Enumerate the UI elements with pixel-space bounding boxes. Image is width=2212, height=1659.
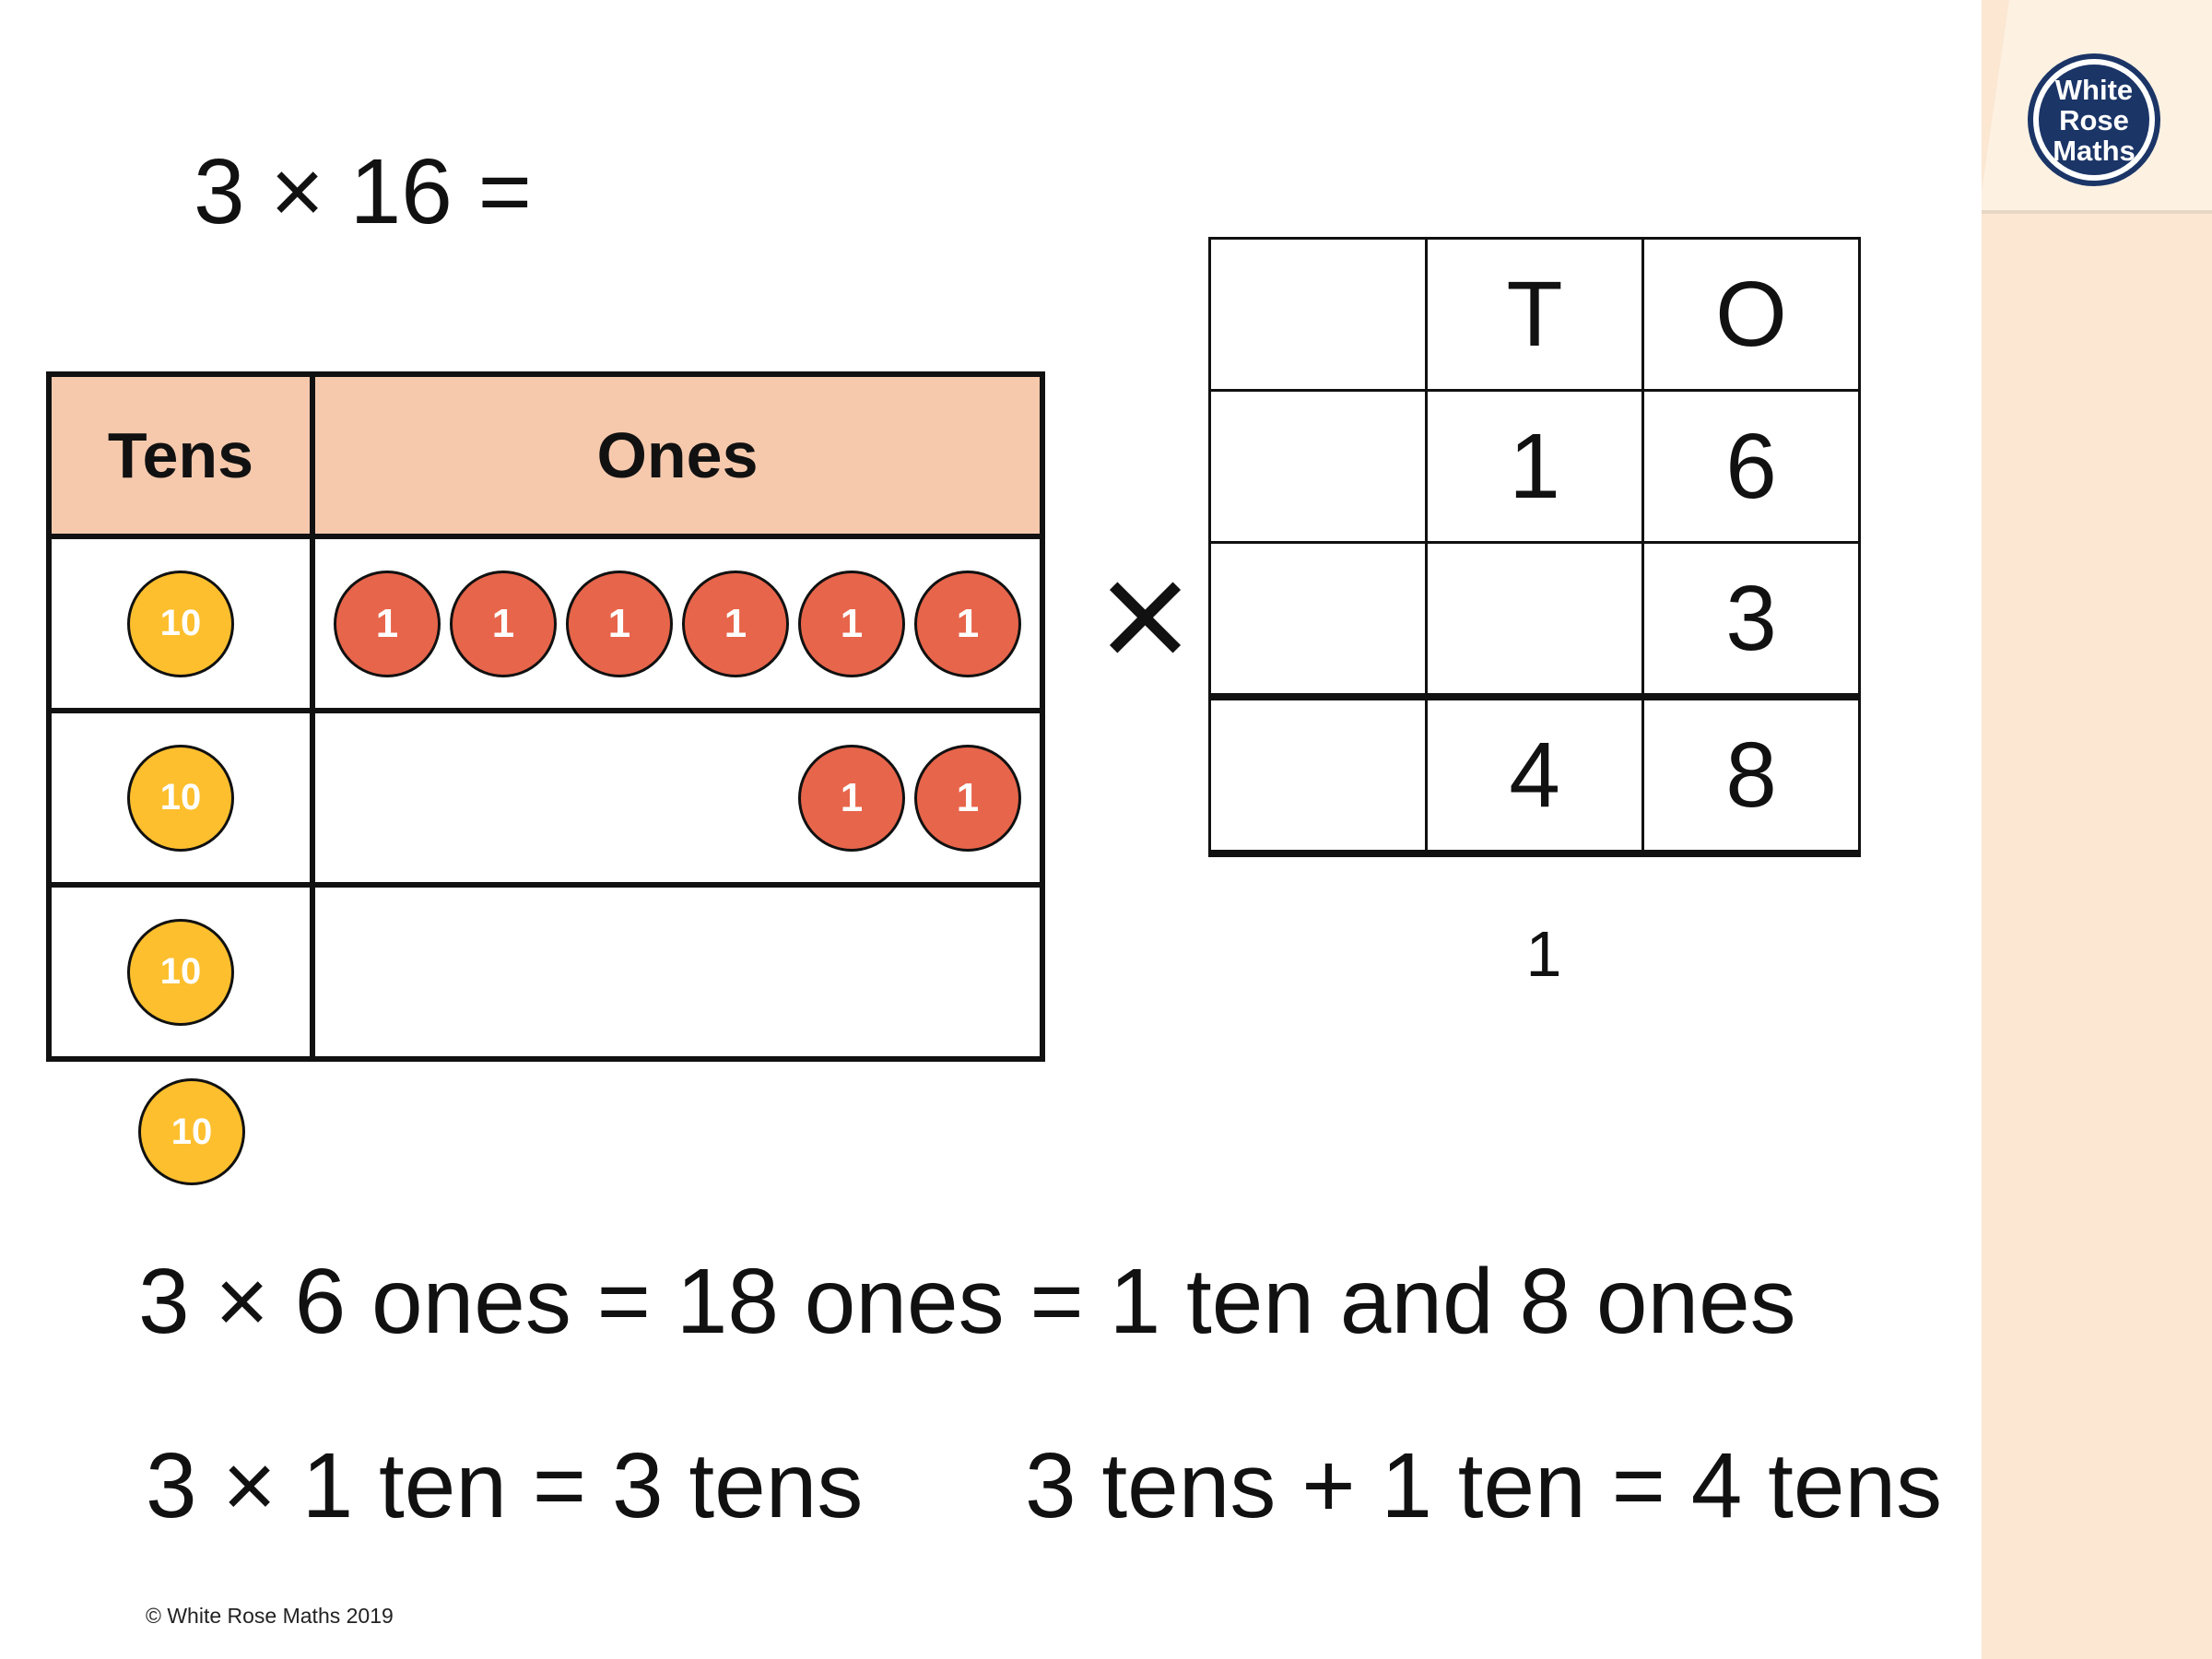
answer-cell: 4: [1425, 693, 1644, 857]
copyright-notice: © White Rose Maths 2019: [146, 1604, 394, 1628]
answer-cell: [1208, 693, 1428, 857]
carry-digit: 1: [1525, 918, 1562, 990]
table-row: 10: [46, 882, 1045, 1062]
grid-cell: [1425, 541, 1644, 699]
statement-total-tens: 3 tens + 1 ten = 4 tens: [1025, 1434, 1943, 1537]
multiplication-sign-icon: [1106, 579, 1184, 657]
tens-header: Tens: [46, 371, 315, 539]
grid-cell: 3: [1641, 541, 1861, 699]
column-method-grid: T O 1 6 3 4 8: [1208, 237, 1861, 857]
side-panel: [1982, 0, 2212, 1659]
one-counter: 1: [334, 570, 441, 677]
ten-counter: 10: [127, 570, 234, 677]
extra-ten-counter: 10: [138, 1078, 245, 1185]
statement-ones: 3 × 6 ones = 18 ones = 1 ten and 8 ones: [138, 1250, 1796, 1353]
grid-cell: 6: [1641, 389, 1861, 544]
white-rose-maths-logo: White Rose Maths: [2028, 53, 2160, 186]
one-counter: 1: [914, 570, 1021, 677]
one-counter: 1: [798, 744, 905, 852]
one-counter: 1: [566, 570, 673, 677]
one-counter: 1: [682, 570, 789, 677]
table-row: 10 1 1 1 1 1 1: [46, 534, 1045, 713]
ten-counter: 10: [127, 744, 234, 852]
place-value-chart: Tens Ones 10 1 1 1 1 1 1 10 1 1 10: [46, 371, 1045, 1062]
table-row: 10 1 1: [46, 708, 1045, 888]
tens-column-header: T: [1425, 237, 1644, 392]
one-counter: 1: [798, 570, 905, 677]
grid-cell: 1: [1425, 389, 1644, 544]
grid-cell: [1208, 389, 1428, 544]
logo-text: White Rose Maths: [2053, 73, 2136, 167]
grid-cell: [1208, 237, 1428, 392]
answer-cell: 8: [1641, 693, 1861, 857]
one-counter: 1: [914, 744, 1021, 852]
ones-header: Ones: [310, 371, 1045, 539]
one-counter: 1: [450, 570, 557, 677]
statement-tens: 3 × 1 ten = 3 tens: [146, 1434, 864, 1537]
grid-cell: [1208, 541, 1428, 699]
ones-column-header: O: [1641, 237, 1861, 392]
ten-counter: 10: [127, 918, 234, 1026]
equation-title: 3 × 16 =: [194, 140, 532, 243]
